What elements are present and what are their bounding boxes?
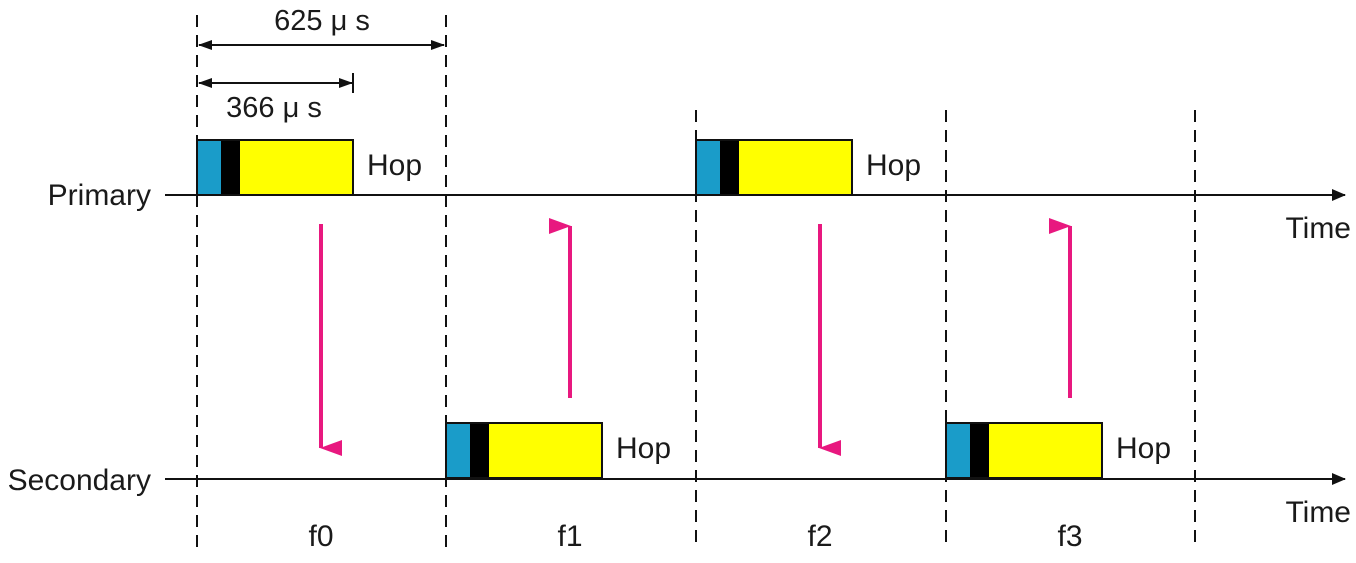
packet-access-code bbox=[197, 140, 221, 195]
primary-time-label: Time bbox=[1285, 212, 1351, 245]
slot-duration-label: 625 μ s bbox=[274, 5, 370, 37]
packet-hop-label: Hop bbox=[1116, 432, 1171, 465]
packet-payload bbox=[739, 140, 852, 195]
secondary-time-label: Time bbox=[1285, 496, 1351, 529]
packet-access-code bbox=[446, 423, 470, 478]
frequency-label: f0 bbox=[308, 520, 333, 553]
frequency-label: f2 bbox=[807, 520, 832, 553]
packet-header bbox=[720, 140, 739, 195]
primary-row-label: Primary bbox=[48, 179, 151, 212]
packet-header bbox=[221, 140, 240, 195]
packet-access-code bbox=[696, 140, 720, 195]
packet-payload bbox=[240, 140, 353, 195]
packet-hop-label: Hop bbox=[367, 149, 422, 182]
packet-outline bbox=[695, 139, 853, 196]
packet-outline bbox=[445, 422, 603, 479]
packet-duration-label: 366 μ s bbox=[226, 92, 322, 124]
packet-hop-label: Hop bbox=[866, 149, 921, 182]
packet-payload bbox=[989, 423, 1102, 478]
packet-outline bbox=[196, 139, 354, 196]
frequency-label: f1 bbox=[557, 520, 582, 553]
packet-header bbox=[970, 423, 989, 478]
packet-outline bbox=[945, 422, 1103, 479]
slots-layer: Hop f0 Hop f1 Hop f2 Hop f3 bbox=[196, 139, 1171, 553]
packet-header bbox=[470, 423, 489, 478]
frequency-label: f3 bbox=[1057, 520, 1082, 553]
packet-access-code bbox=[946, 423, 970, 478]
packet-payload bbox=[489, 423, 602, 478]
secondary-row-label: Secondary bbox=[8, 464, 151, 497]
packet-hop-label: Hop bbox=[616, 432, 671, 465]
